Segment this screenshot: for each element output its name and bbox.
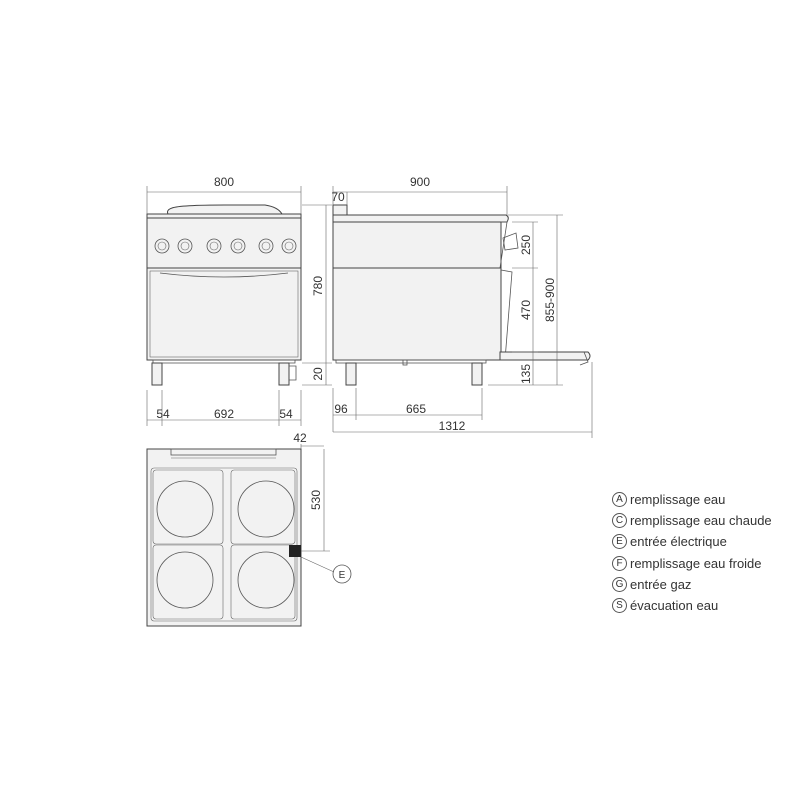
callout-e-circle bbox=[332, 564, 352, 584]
legend-item-f: F remplissage eau froide bbox=[612, 553, 772, 574]
hotplate bbox=[237, 551, 295, 609]
legend-label: remplissage eau bbox=[630, 492, 726, 508]
legend-badge: S bbox=[612, 598, 627, 614]
connection-legend: A remplissage eau C remplissage eau chau… bbox=[612, 489, 772, 616]
dim-side-foot-span: 665 bbox=[406, 402, 426, 416]
dim-side-low: 135 bbox=[519, 364, 533, 384]
legend-badge: C bbox=[612, 513, 627, 529]
legend-item-a: A remplissage eau bbox=[612, 489, 772, 510]
legend-badge: A bbox=[612, 492, 627, 508]
legend-label: entrée gaz bbox=[630, 576, 692, 592]
legend-label: entrée électrique bbox=[630, 534, 727, 550]
hotplate bbox=[156, 480, 214, 538]
legend-label: remplissage eau froide bbox=[630, 555, 762, 571]
dim-front-height: 780 bbox=[311, 276, 325, 296]
legend-item-g: G entrée gaz bbox=[612, 574, 772, 595]
legend-label: remplissage eau chaude bbox=[630, 513, 772, 529]
dim-top-depth: 530 bbox=[309, 490, 323, 510]
legend-item-e: E entrée électrique bbox=[612, 531, 772, 552]
dim-front-width: 800 bbox=[214, 175, 234, 189]
dim-floor-gap: 20 bbox=[311, 367, 325, 381]
control-knobs bbox=[154, 238, 297, 254]
hotplate bbox=[237, 480, 295, 538]
dim-side-total: 1312 bbox=[439, 419, 466, 433]
dim-leg-right: 54 bbox=[279, 407, 293, 421]
dim-side-foot-front: 96 bbox=[334, 402, 348, 416]
dim-side-depth: 900 bbox=[410, 175, 430, 189]
dim-top-offset: 42 bbox=[293, 431, 307, 445]
legend-item-s: S évacuation eau bbox=[612, 595, 772, 616]
dim-leg-left: 54 bbox=[156, 407, 170, 421]
dim-side-top: 70 bbox=[331, 190, 345, 204]
legend-item-c: C remplissage eau chaude bbox=[612, 510, 772, 531]
front-view: 800 780 20 54 692 54 bbox=[146, 175, 332, 426]
dim-side-range: 855-900 bbox=[543, 278, 557, 322]
legend-badge: G bbox=[612, 576, 627, 592]
legend-badge: E bbox=[612, 534, 627, 550]
dim-side-mid: 470 bbox=[519, 300, 533, 320]
hotplate bbox=[156, 551, 214, 609]
side-view: 900 70 250 470 135 855-900 96 665 1312 bbox=[331, 175, 593, 438]
dim-leg-center: 692 bbox=[214, 407, 234, 421]
electrical-entry-marker bbox=[289, 545, 301, 557]
legend-badge: F bbox=[612, 555, 627, 571]
callout-e-label: E bbox=[339, 570, 346, 581]
top-view: E 42 530 bbox=[146, 431, 352, 627]
legend-label: évacuation eau bbox=[630, 598, 719, 614]
dim-side-upper: 250 bbox=[519, 235, 533, 255]
